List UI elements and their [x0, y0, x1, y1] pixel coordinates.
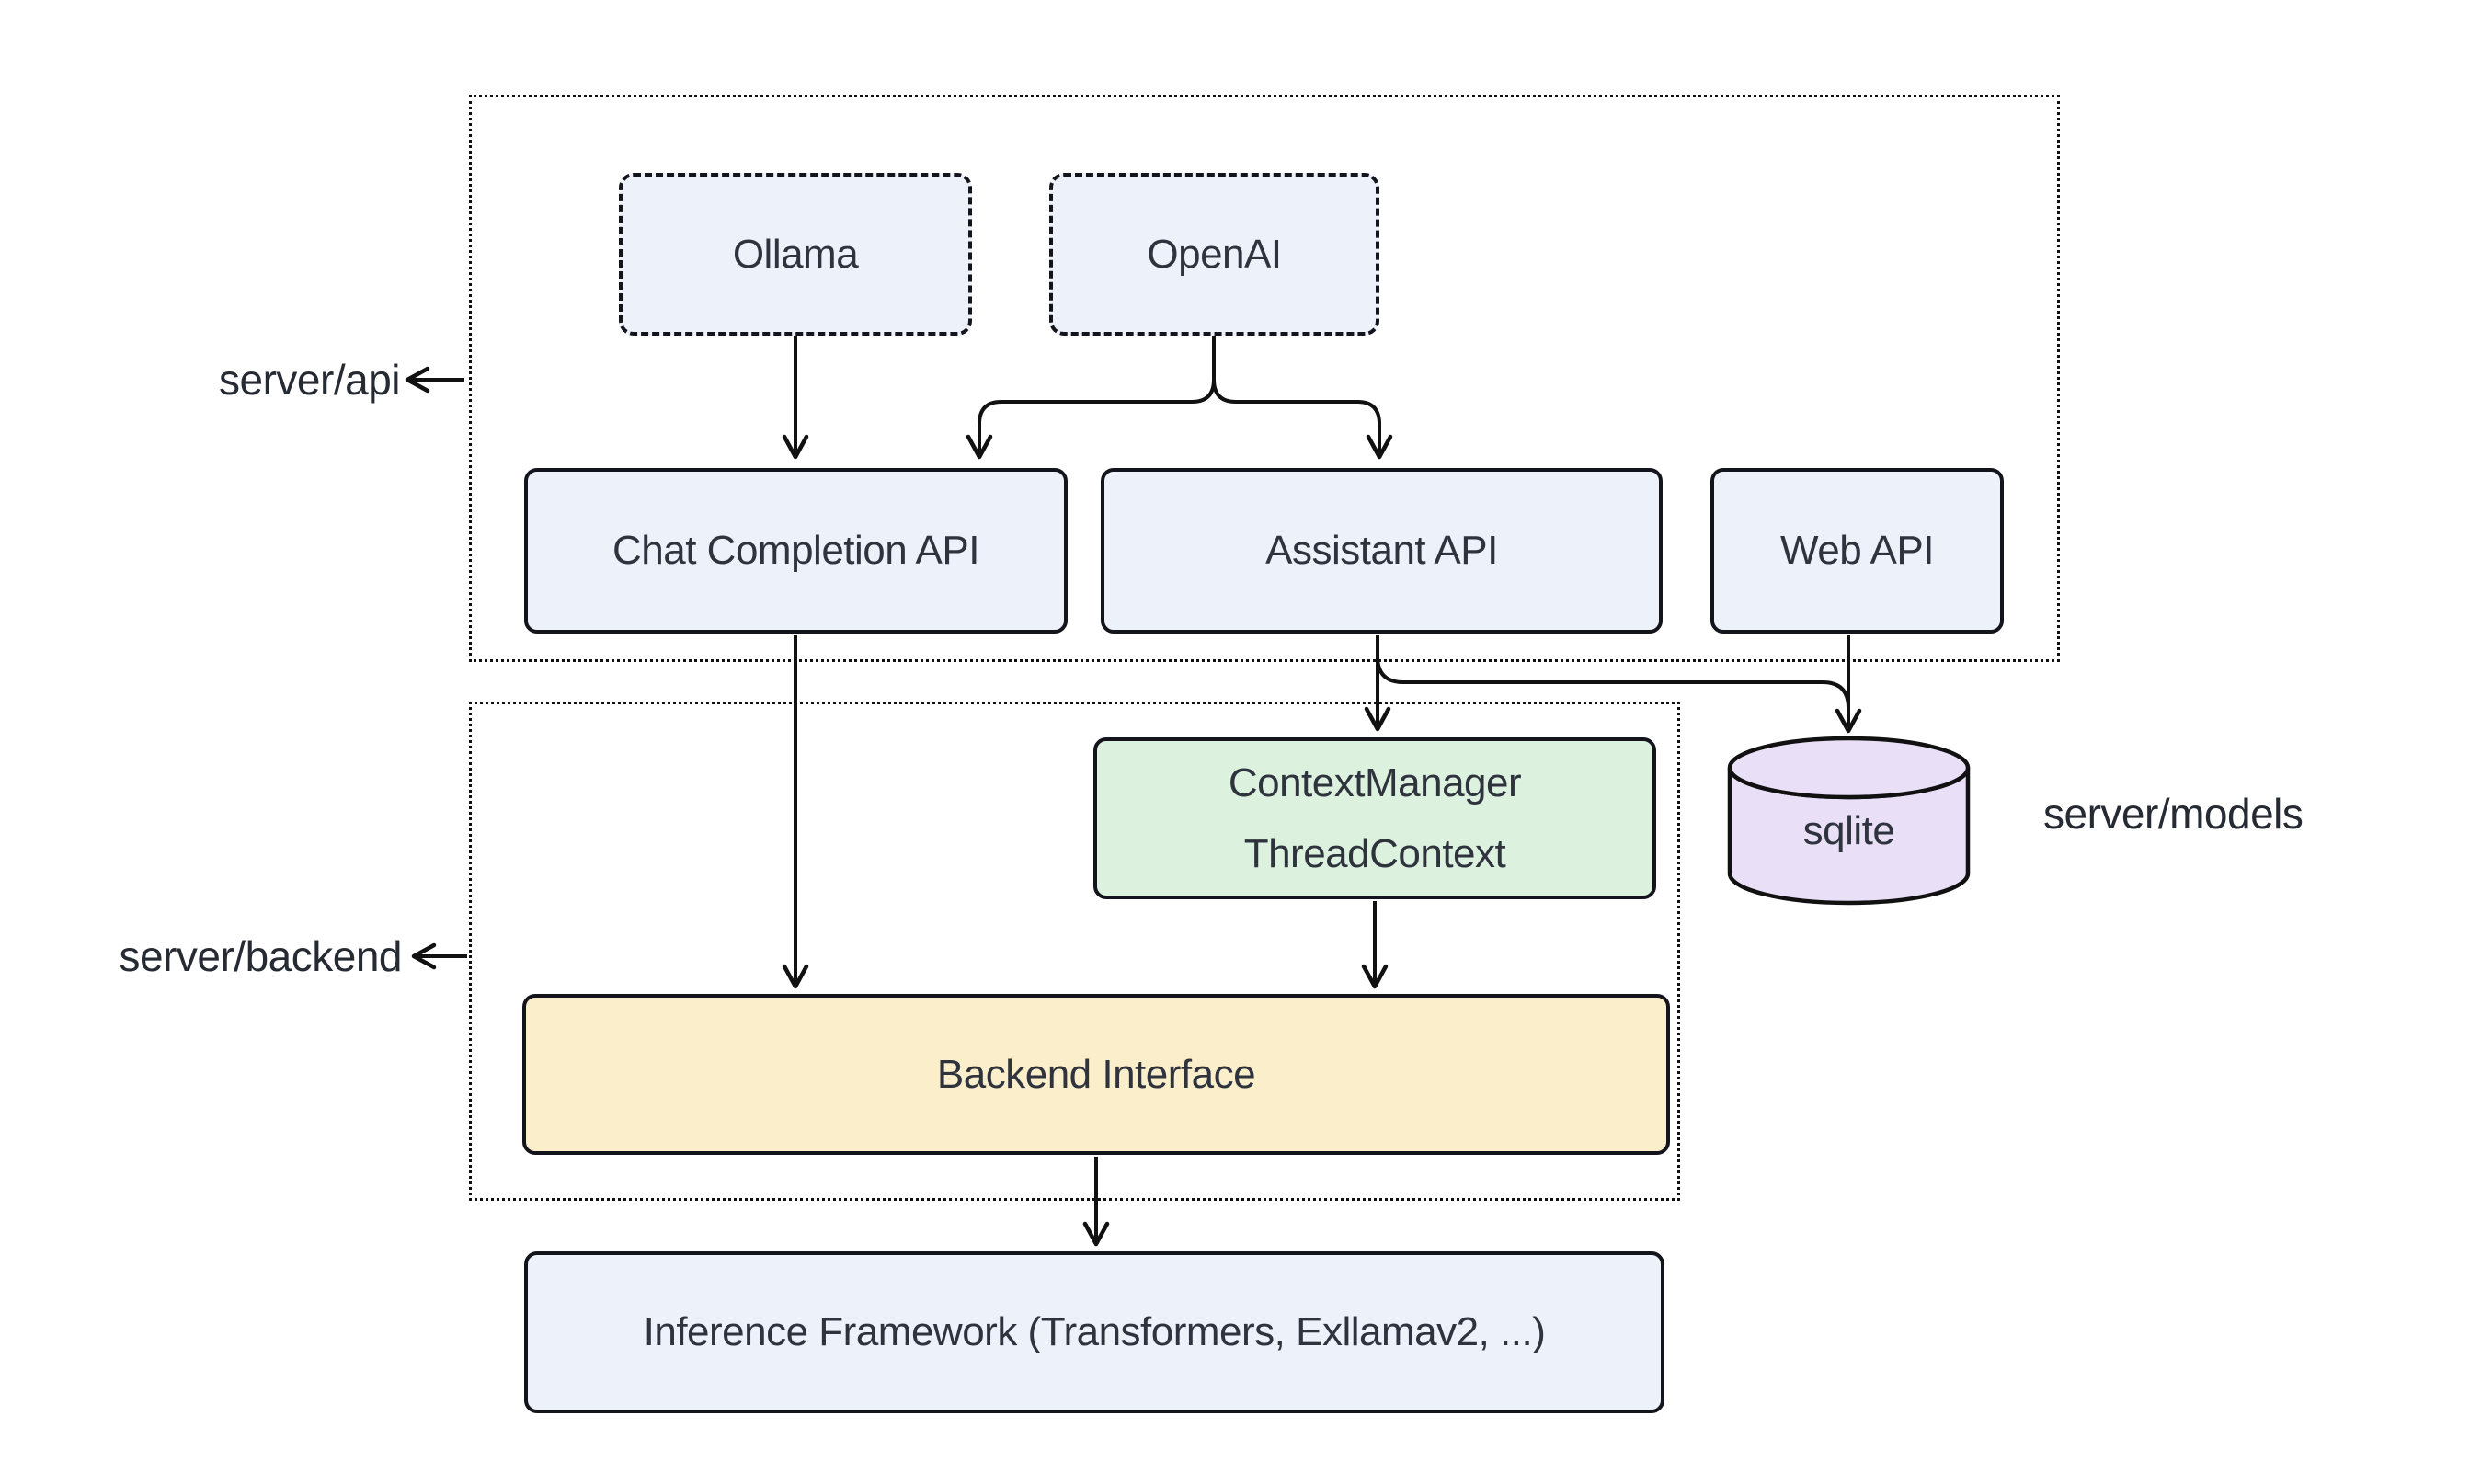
node-assistant-api-label: Assistant API — [1265, 528, 1498, 573]
group-server-api — [469, 95, 2060, 662]
node-context-manager-label-line1: ContextManager — [1228, 760, 1522, 805]
node-openai: OpenAI — [1049, 173, 1379, 336]
node-assistant-api: Assistant API — [1101, 468, 1663, 634]
node-context-manager: ContextManager ThreadContext — [1093, 737, 1656, 899]
node-sqlite: sqlite — [1730, 789, 1968, 873]
group-label-server-api: server/api — [219, 356, 400, 404]
node-ollama: Ollama — [619, 173, 972, 336]
node-inference-framework-label: Inference Framework (Transformers, Exlla… — [643, 1309, 1546, 1354]
node-context-manager-labels: ContextManager ThreadContext — [1228, 748, 1522, 889]
node-openai-label: OpenAI — [1147, 231, 1282, 277]
node-backend-interface: Backend Interface — [522, 994, 1670, 1155]
node-sqlite-label: sqlite — [1802, 808, 1895, 853]
group-label-server-models: server/models — [2043, 790, 2304, 838]
group-label-server-backend: server/backend — [119, 932, 403, 980]
node-inference-framework: Inference Framework (Transformers, Exlla… — [524, 1251, 1664, 1413]
node-chat-completion-api: Chat Completion API — [524, 468, 1068, 634]
node-web-api: Web API — [1710, 468, 2004, 634]
edge-assistant-api-to-sqlite — [1376, 656, 1850, 709]
group-server-backend — [469, 702, 1680, 1201]
node-web-api-label: Web API — [1780, 528, 1934, 573]
node-chat-completion-api-label: Chat Completion API — [612, 528, 979, 573]
node-context-manager-label-line2: ThreadContext — [1243, 831, 1506, 876]
node-ollama-label: Ollama — [732, 231, 859, 277]
node-backend-interface-label: Backend Interface — [936, 1051, 1256, 1097]
